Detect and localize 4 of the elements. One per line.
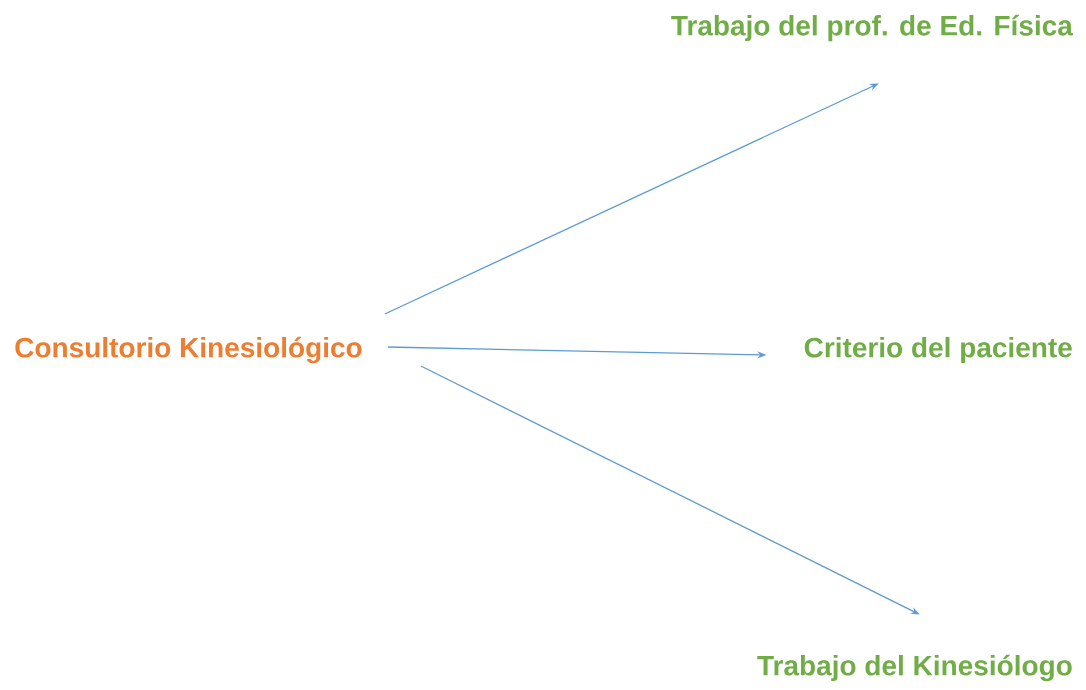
text-label: Consultorio Kinesiológico bbox=[15, 336, 362, 364]
text-label: Criterio del paciente bbox=[804, 336, 1072, 364]
text-label: Trabajo del Kinesiólogo bbox=[757, 654, 1072, 682]
text-label: Trabajo del prof. de Ed. Física bbox=[671, 14, 1073, 42]
